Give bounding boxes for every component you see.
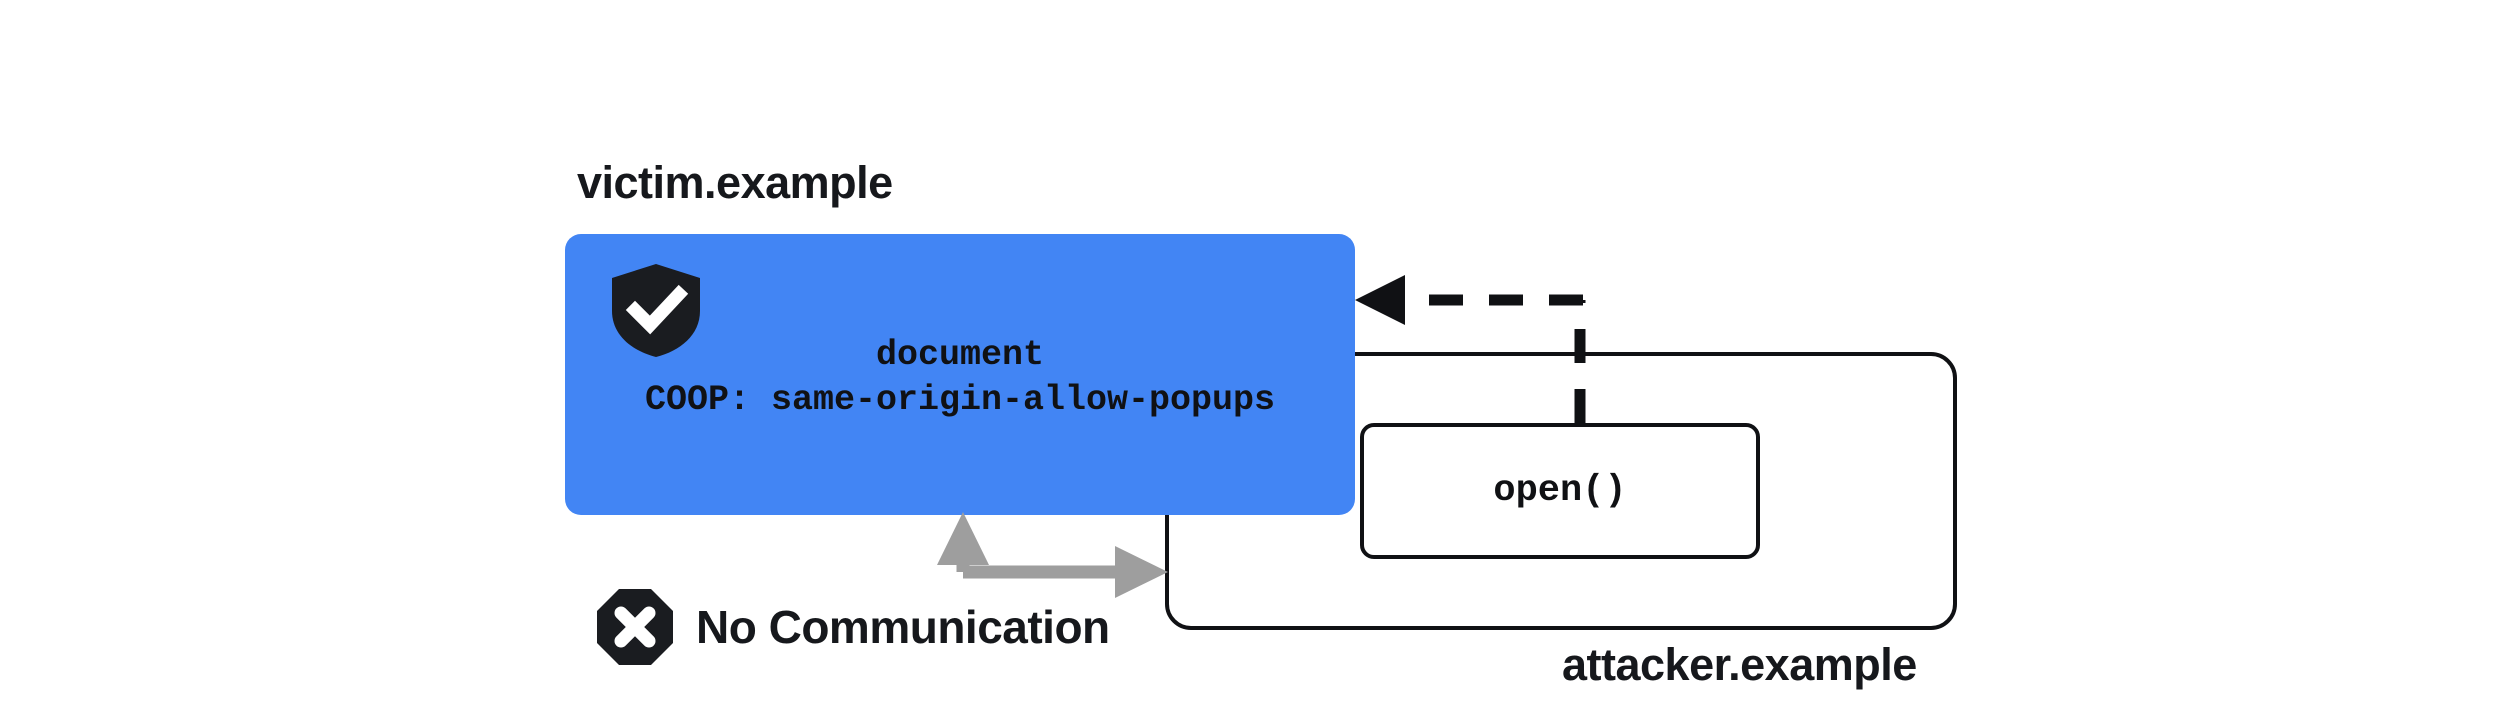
octagon-x-icon (597, 589, 673, 665)
no-communication-legend: No Communication (596, 588, 1110, 666)
no-communication-label: No Communication (696, 601, 1110, 653)
shield-check-icon (612, 264, 700, 357)
document-label: document (875, 334, 1045, 375)
victim-origin-label: victim.example (577, 157, 893, 208)
victim-document-box: document COOP: same-origin-allow-popups (565, 234, 1355, 515)
coop-header-label: COOP: same-origin-allow-popups (644, 379, 1276, 420)
victim-document-text: document COOP: same-origin-allow-popups (565, 234, 1355, 515)
open-call-box: open() (1360, 423, 1760, 559)
attacker-origin-label: attacker.example (1562, 639, 1917, 690)
open-call-label: open() (1493, 470, 1627, 512)
